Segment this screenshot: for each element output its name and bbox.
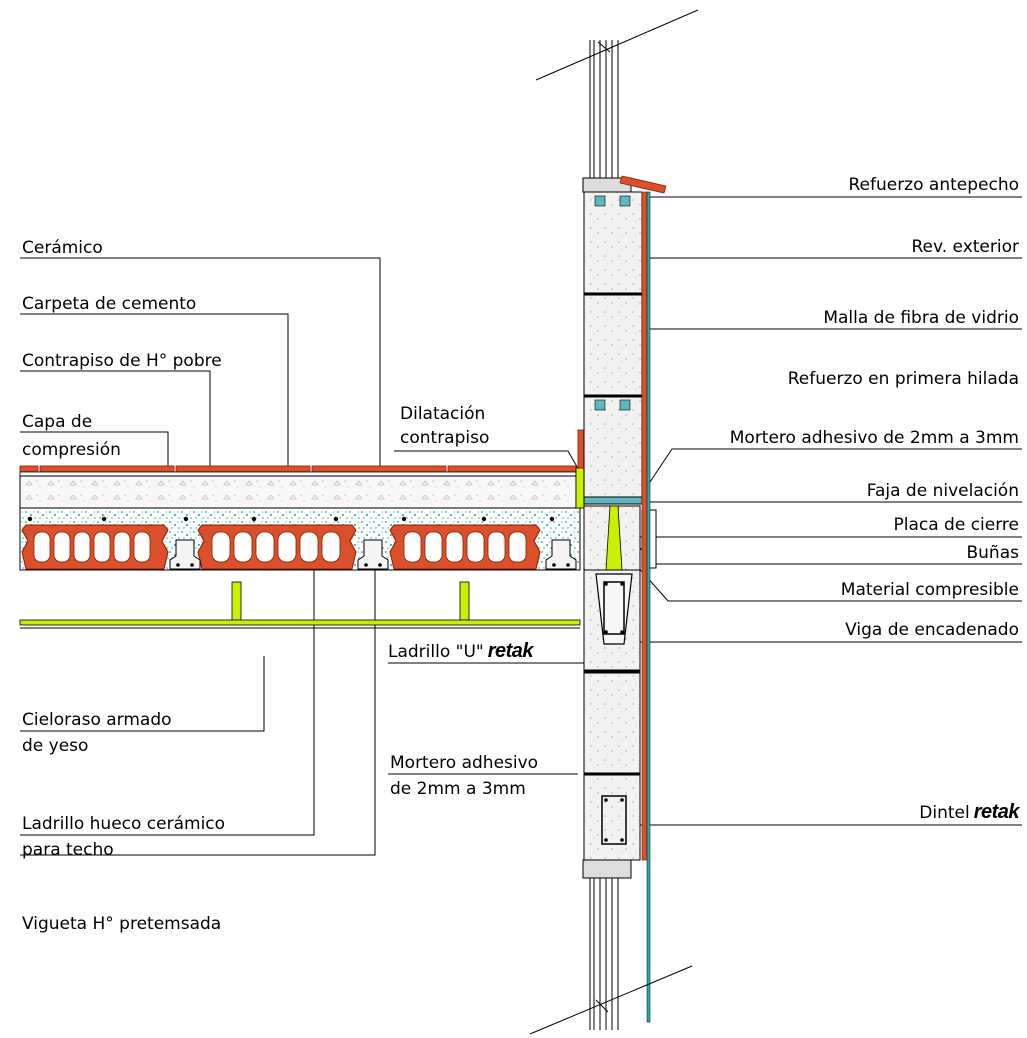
- label-refuerzo-hilada: Refuerzo en primera hilada: [787, 369, 1019, 389]
- sill-flashing: [619, 175, 667, 194]
- label-capa-1: Capa de: [22, 412, 93, 432]
- label-placa: Placa de cierre: [893, 515, 1019, 535]
- hollow-brick-cells: [33, 531, 527, 563]
- lean-concrete-subfloor: [19, 475, 577, 509]
- exterior-render: [641, 191, 648, 861]
- label-carpeta: Carpeta de cemento: [22, 294, 197, 314]
- label-material: Material compresible: [840, 580, 1019, 600]
- label-mortero-mid-1: Mortero adhesivo: [390, 753, 539, 773]
- leveling-strip: [583, 496, 643, 505]
- label-refuerzo-antepecho: Refuerzo antepecho: [848, 175, 1019, 195]
- gypsum-ceiling: [19, 619, 581, 626]
- label-mortero-top: Mortero adhesivo de 2mm a 3mm: [729, 428, 1019, 448]
- cement-screed: [19, 471, 577, 477]
- label-ladrillo-hueco-1: Ladrillo hueco cerámico: [22, 814, 226, 834]
- label-ladrillo-u: Ladrillo "U"retak: [388, 640, 534, 662]
- aac-wall-lower: [583, 669, 641, 861]
- retak-brand-logo: retak: [487, 640, 534, 662]
- aac-wall-upper: [583, 191, 643, 499]
- label-capa-2: compresión: [22, 440, 121, 460]
- reinforcement-dots: [27, 516, 570, 567]
- label-malla: Malla de fibra de vidrio: [823, 308, 1019, 328]
- bond-beam-concrete: [595, 573, 633, 645]
- label-contrapiso: Contrapiso de H° pobre: [22, 351, 222, 371]
- upper-window-frame: [535, 9, 699, 180]
- label-dintel-text: Dintel: [919, 803, 970, 823]
- reinforcement-bars: [594, 195, 631, 411]
- label-rev-exterior: Rev. exterior: [911, 237, 1019, 257]
- label-dilatacion-1: Dilatación: [400, 404, 486, 424]
- ceiling-hangers: [231, 581, 470, 621]
- dilatation-ceramic-edge: [577, 429, 585, 469]
- label-vigueta: Vigueta H° pretemsada: [22, 914, 222, 934]
- label-dilatacion-2: contrapiso: [400, 428, 490, 448]
- lower-window-frame: [529, 878, 693, 1035]
- lower-window-head: [582, 859, 632, 879]
- label-ladrillo-u-text: Ladrillo "U": [388, 642, 484, 662]
- lintel-rebar: [601, 795, 627, 845]
- label-bunas: Buñas: [966, 543, 1020, 563]
- label-ladrillo-hueco-2: para techo: [22, 840, 114, 860]
- label-cieloraso-1: Cieloraso armado: [22, 710, 172, 730]
- ceramic-tiles: [19, 465, 577, 473]
- label-viga: Viga de encadenado: [845, 620, 1019, 640]
- label-ceramico: Cerámico: [22, 238, 103, 258]
- label-mortero-mid-2: de 2mm a 3mm: [390, 779, 526, 799]
- label-cieloraso-2: de yeso: [22, 736, 89, 756]
- retak-brand-logo-2: retak: [973, 801, 1020, 823]
- fiberglass-mesh: [646, 191, 651, 1023]
- pretensioned-joists: [169, 539, 577, 570]
- label-faja: Faja de nivelación: [866, 481, 1019, 501]
- expansion-joint: [575, 467, 585, 509]
